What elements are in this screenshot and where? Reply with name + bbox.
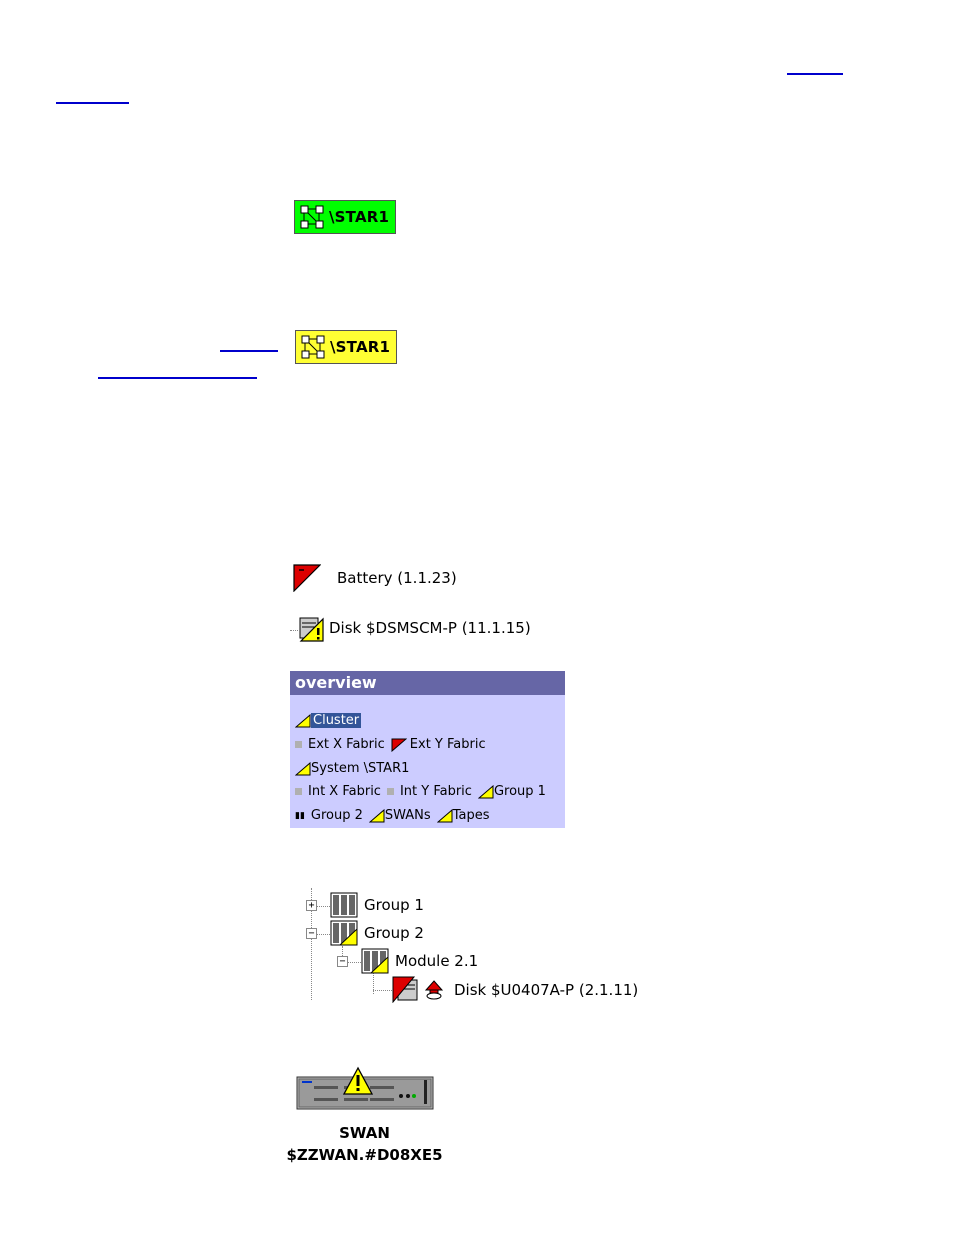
collapse-minus-icon[interactable]: − bbox=[337, 956, 348, 967]
disk-eject-alert-icon bbox=[425, 980, 443, 1000]
overview-item-tapes[interactable]: Tapes bbox=[452, 808, 490, 823]
overview-item-ext-y-fabric[interactable]: Ext Y Fabric bbox=[409, 737, 486, 752]
tree-item-disk[interactable]: Disk $U0407A-P (2.1.11) bbox=[454, 981, 639, 999]
system-badge-warning: \STAR1 bbox=[295, 330, 397, 364]
overview-line-4: Int X Fabric Int Y Fabric Group 1 bbox=[295, 784, 552, 799]
group-rack-warning-icon bbox=[330, 920, 358, 946]
tree-item-group-1[interactable]: Group 1 bbox=[364, 896, 424, 914]
link-underline-3[interactable] bbox=[220, 350, 278, 352]
overview-line-3: System \STAR1 bbox=[295, 761, 415, 776]
overview-title: overview bbox=[290, 671, 565, 695]
node-network-icon bbox=[301, 335, 325, 359]
node-network-icon bbox=[300, 205, 324, 229]
overview-line-2: Ext X Fabric Ext Y Fabric bbox=[295, 737, 492, 752]
red-alarm-flag-icon bbox=[293, 564, 321, 592]
group-rack-icon bbox=[330, 892, 358, 918]
module-rack-warning-icon bbox=[361, 948, 389, 974]
disk-label: Disk $DSMSCM-P (11.1.15) bbox=[329, 619, 531, 637]
swan-name: SWAN bbox=[339, 1124, 390, 1142]
disk-alarm-icon bbox=[392, 976, 418, 1003]
warning-triangle-icon bbox=[295, 713, 311, 727]
overview-item-group-1[interactable]: Group 1 bbox=[493, 784, 546, 799]
badge-label: \STAR1 bbox=[329, 208, 390, 226]
tree-item-group-2[interactable]: Group 2 bbox=[364, 924, 424, 942]
normal-status-icon bbox=[295, 788, 302, 795]
swan-device-warning-icon bbox=[296, 1066, 434, 1110]
normal-status-icon bbox=[386, 788, 394, 795]
overview-item-int-x-fabric[interactable]: Int X Fabric bbox=[308, 784, 381, 799]
overview-item-swans[interactable]: SWANs bbox=[384, 808, 431, 823]
overview-line-1: Cluster bbox=[295, 713, 362, 728]
overview-item-int-y-fabric[interactable]: Int Y Fabric bbox=[399, 784, 472, 799]
overview-item-cluster[interactable]: Cluster bbox=[311, 713, 362, 728]
red-alarm-flag-icon bbox=[391, 738, 407, 752]
disk-warning-icon bbox=[299, 617, 324, 642]
warning-triangle-icon bbox=[477, 784, 494, 798]
link-underline-1[interactable] bbox=[787, 73, 843, 75]
swan-label: SWAN $ZZWAN.#D08XE5 bbox=[282, 1122, 447, 1166]
overview-item-group-2[interactable]: Group 2 bbox=[310, 808, 363, 823]
overview-item-system[interactable]: System \STAR1 bbox=[311, 761, 410, 776]
tree-item-module[interactable]: Module 2.1 bbox=[395, 952, 479, 970]
swan-process: $ZZWAN.#D08XE5 bbox=[286, 1146, 443, 1164]
overview-line-5: ▮▮ Group 2 SWANs Tapes bbox=[295, 808, 495, 823]
collapse-minus-icon[interactable]: − bbox=[306, 928, 317, 939]
warning-triangle-icon bbox=[436, 808, 453, 822]
expand-plus-icon[interactable]: + bbox=[306, 900, 317, 911]
overview-panel: overview Cluster Ext X Fabric Ext Y Fabr… bbox=[290, 671, 565, 828]
battery-label: Battery (1.1.23) bbox=[337, 569, 457, 587]
normal-status-icon bbox=[295, 741, 302, 748]
warning-triangle-icon bbox=[295, 761, 311, 775]
badge-label: \STAR1 bbox=[330, 338, 391, 356]
system-badge-normal: \STAR1 bbox=[294, 200, 396, 234]
link-underline-2[interactable] bbox=[56, 102, 129, 104]
group-glyph-icon: ▮▮ bbox=[295, 810, 305, 821]
link-underline-4[interactable] bbox=[98, 377, 257, 379]
overview-item-ext-x-fabric[interactable]: Ext X Fabric bbox=[308, 737, 385, 752]
warning-triangle-icon bbox=[368, 808, 385, 822]
